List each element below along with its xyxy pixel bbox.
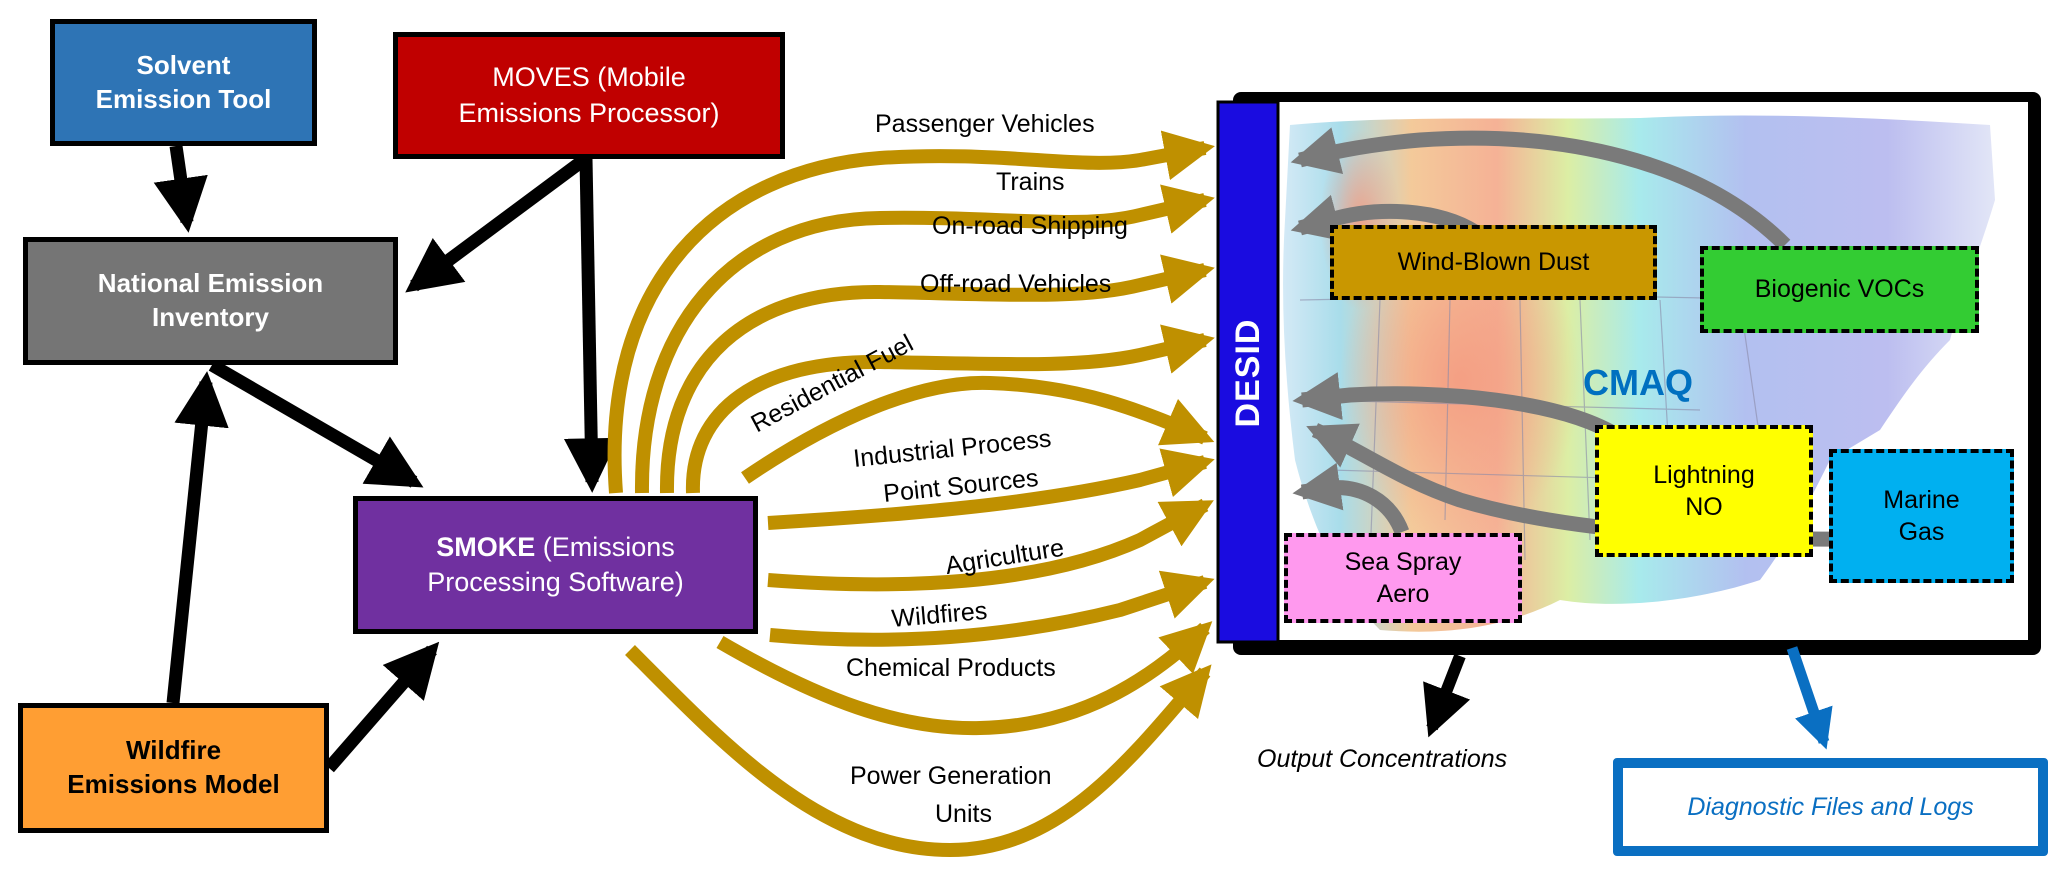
- biogenic-vocs-box[interactable]: Biogenic VOCs: [1700, 246, 1979, 333]
- marine-box-line2: Gas: [1898, 518, 1945, 546]
- smoke-box-line2: Processing Software): [427, 567, 684, 597]
- marine-box-line1: Marine: [1883, 485, 1960, 514]
- arrow-wildfire-to-smoke: [324, 641, 440, 773]
- sea-spray-aero-box[interactable]: Sea Spray Aero: [1284, 533, 1522, 623]
- arrow-to-diagnostics: [1786, 646, 1833, 750]
- arrow-solvent-to-national: [153, 145, 208, 233]
- solvent-box-line2: Emission Tool: [95, 83, 272, 114]
- arrow-to-output-concentrations: [1423, 653, 1471, 738]
- cmaq-label: CMAQ: [1583, 362, 1693, 403]
- national-emission-inventory-box[interactable]: National Emission Inventory: [23, 237, 398, 365]
- sector-label-power-generation: Power Generation: [850, 762, 1052, 790]
- wildfire-box-line1: Wildfire: [125, 735, 222, 766]
- sector-label-onroad-shipping: On-road Shipping: [932, 212, 1128, 240]
- arrow-passenger-vehicles: [607, 130, 1215, 494]
- seaspray-box-line2: Aero: [1376, 580, 1430, 608]
- lightning-no-box[interactable]: Lightning NO: [1595, 425, 1813, 557]
- arrow-power-generation: [625, 645, 1212, 858]
- arrow-seaspray-to-desid: [1292, 462, 1410, 536]
- solvent-emission-tool-box[interactable]: Solvent Emission Tool: [50, 19, 317, 146]
- diagnostic-files-label: Diagnostic Files and Logs: [1687, 792, 1974, 821]
- sector-label-passenger-vehicles: Passenger Vehicles: [875, 110, 1095, 138]
- solvent-box-line1: Solvent: [136, 49, 231, 80]
- diagnostic-files-box[interactable]: Diagnostic Files and Logs: [1613, 758, 2048, 856]
- seaspray-box-line1: Sea Spray: [1344, 547, 1462, 576]
- output-concentrations-label: Output Concentrations: [1257, 745, 1508, 773]
- smoke-box[interactable]: SMOKE (Emissions Processing Software): [353, 496, 758, 634]
- gold-arrows: [607, 130, 1215, 858]
- wildfire-emissions-model-box[interactable]: Wildfire Emissions Model: [18, 703, 329, 833]
- sector-label-chemical-products: Chemical Products: [846, 654, 1056, 682]
- smoke-box-line1: SMOKE (Emissions: [436, 530, 675, 565]
- dust-box-label: Wind-Blown Dust: [1397, 248, 1590, 277]
- arrow-lightning-to-desid: [1292, 372, 1622, 443]
- arrow-chemical-products: [716, 621, 1213, 736]
- moves-box[interactable]: MOVES (Mobile Emissions Processor): [393, 32, 785, 159]
- sector-label-trains: Trains: [996, 168, 1065, 196]
- arrow-moves-to-national: [405, 153, 589, 293]
- lightning-box-line2: NO: [1685, 493, 1723, 521]
- desid-label: DESID: [1229, 318, 1267, 428]
- arrow-trains: [634, 184, 1215, 494]
- lightning-box-line1: Lightning: [1653, 460, 1755, 489]
- national-box-line1: National Emission: [97, 268, 324, 299]
- biogenic-box-label: Biogenic VOCs: [1754, 275, 1925, 304]
- gray-arrows: [1290, 127, 1861, 547]
- desid-bar: [1216, 100, 1280, 644]
- arrow-agriculture: [767, 498, 1214, 592]
- arrow-moves-to-smoke: [563, 158, 619, 493]
- moves-box-line2: Emissions Processor): [458, 97, 720, 128]
- arrow-industrial-process: [767, 448, 1215, 530]
- marine-gas-box[interactable]: Marine Gas: [1829, 449, 2014, 583]
- wildfire-box-line2: Emissions Model: [67, 769, 280, 799]
- arrow-biogenic-to-desid: [1290, 127, 1791, 251]
- arrow-dust-to-desid: [1290, 194, 1479, 242]
- wind-blown-dust-box[interactable]: Wind-Blown Dust: [1330, 225, 1657, 300]
- smoke-box-rest: (Emissions: [535, 531, 675, 562]
- black-arrows: [153, 145, 619, 773]
- arrow-wildfire-to-national: [166, 371, 229, 704]
- moves-box-line1: MOVES (Mobile: [492, 62, 686, 93]
- arrow-offroad-vehicles: [685, 324, 1215, 494]
- arrow-national-to-smoke: [208, 359, 424, 488]
- smoke-box-bold: SMOKE: [436, 531, 536, 562]
- sector-label-units: Units: [935, 800, 992, 828]
- arrow-wildfires: [769, 570, 1215, 647]
- arrow-residential-fuel: [741, 375, 1215, 484]
- sector-label-offroad-vehicles: Off-road Vehicles: [920, 270, 1112, 298]
- national-box-line2: Inventory: [151, 302, 270, 332]
- arrow-onroad-shipping: [659, 254, 1215, 494]
